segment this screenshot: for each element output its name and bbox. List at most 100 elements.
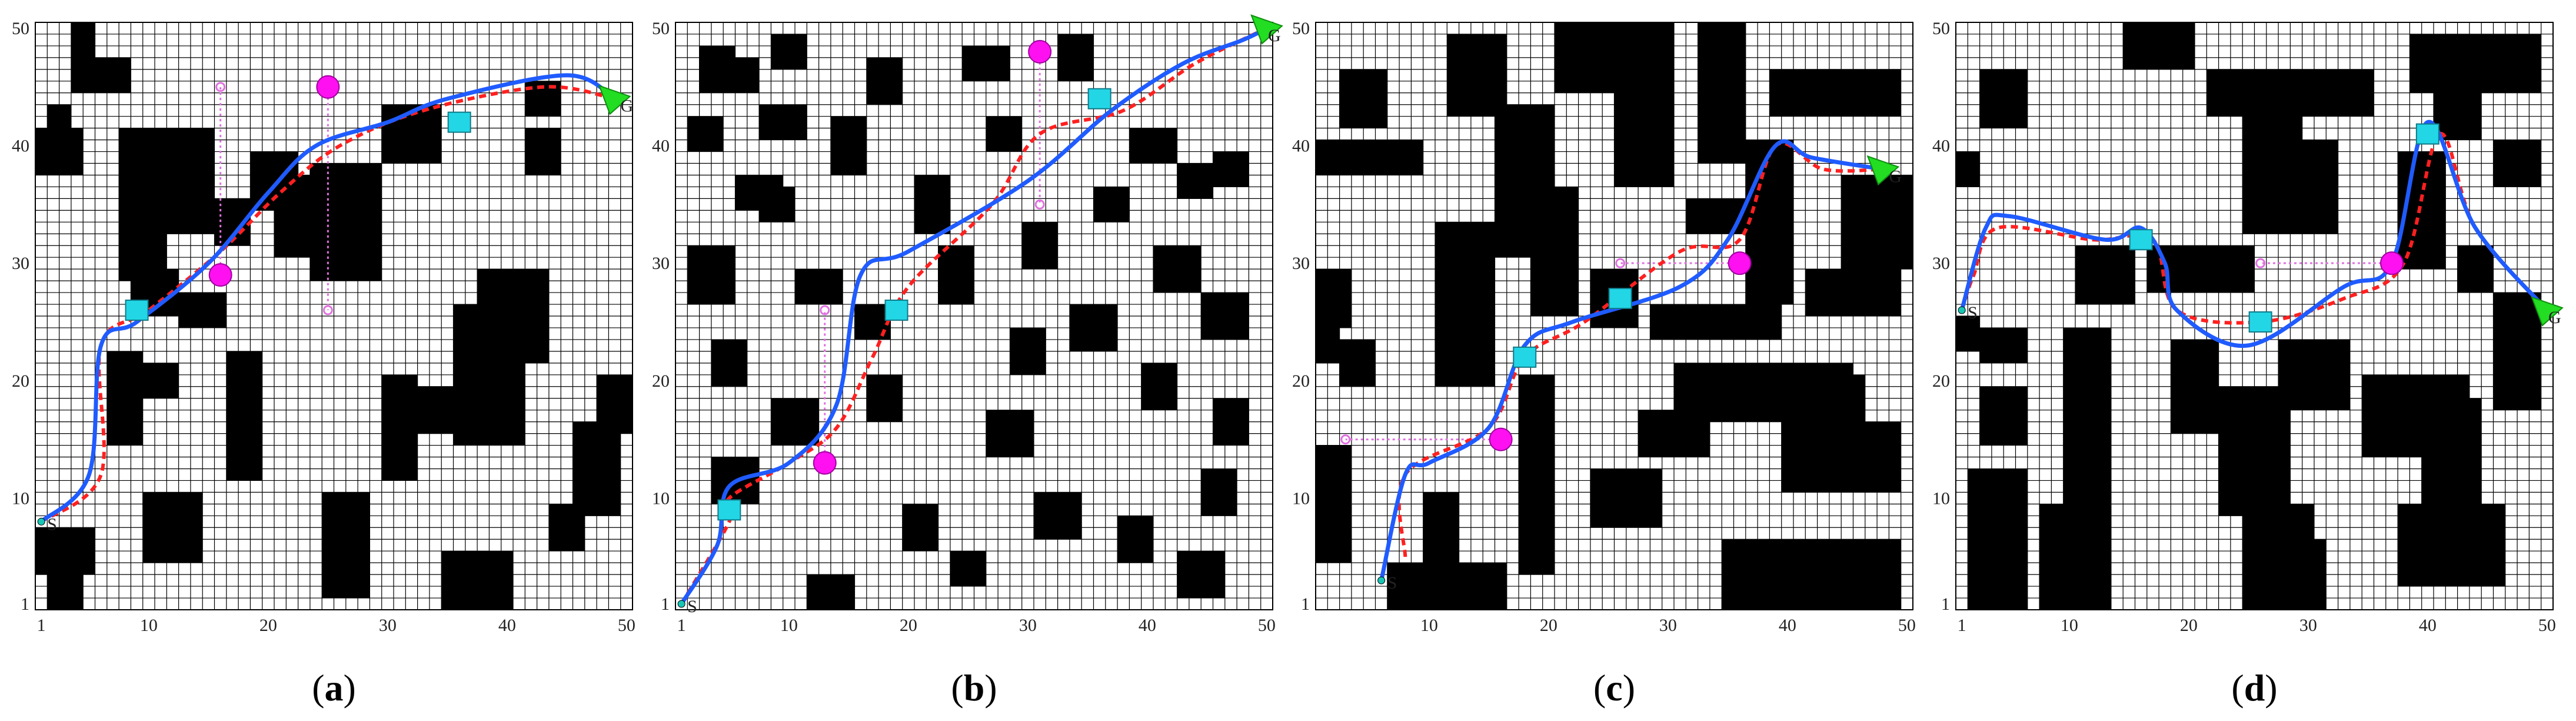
grid-lines	[675, 22, 1273, 610]
magenta-obstacle-dot	[1728, 251, 1752, 275]
guide-end-marker	[1340, 434, 1351, 445]
caption-letter: c	[1606, 667, 1622, 709]
y-tick-label: 1	[1301, 594, 1310, 614]
obstacle-block	[1093, 187, 1130, 222]
x-tick-label: 50	[2538, 616, 2556, 635]
cyan-marker	[884, 300, 908, 321]
start-marker	[1958, 306, 1966, 314]
y-tick-label: 30	[1932, 254, 1950, 273]
caption-paren-open: (	[951, 667, 963, 709]
grid-lines	[35, 22, 633, 610]
x-tick-label: 1	[677, 616, 686, 635]
panel-caption: (c)	[1593, 667, 1635, 709]
y-tick-label: 30	[1292, 254, 1310, 273]
y-tick-label: 1	[661, 594, 670, 614]
y-tick-label: 40	[1292, 137, 1310, 156]
grid-frame	[1315, 22, 1913, 610]
x-tick-label: 50	[1898, 616, 1916, 635]
y-tick-label: 50	[652, 19, 670, 38]
x-tick-label: 10	[2061, 616, 2078, 635]
x-tick-label: 1	[1958, 616, 1966, 635]
obstacle-block	[950, 551, 986, 587]
y-tick-label: 40	[12, 137, 29, 156]
grid-lines	[1955, 22, 2554, 610]
y-tick-label: 50	[1292, 19, 1310, 38]
y-tick-label: 1	[21, 594, 29, 614]
x-tick-label: 30	[1659, 616, 1677, 635]
y-tick-label: 10	[1932, 489, 1950, 508]
start-marker	[37, 517, 45, 526]
x-tick-label: 30	[2299, 616, 2317, 635]
grid-frame	[35, 22, 633, 610]
caption-paren-close: )	[2265, 667, 2277, 709]
guide-end-marker	[215, 82, 226, 92]
y-tick-label: 40	[1932, 137, 1950, 156]
cyan-marker	[2415, 123, 2439, 145]
obstacle-block	[759, 187, 795, 222]
magenta-obstacle-dot	[1489, 427, 1513, 451]
y-tick-label: 20	[1292, 371, 1310, 391]
x-tick-label: 40	[1139, 616, 1156, 635]
start-label: S	[687, 597, 697, 616]
magenta-obstacle-dot	[2379, 251, 2404, 275]
caption-paren-open: (	[1593, 667, 1606, 709]
x-tick-label: 50	[618, 616, 635, 635]
goal-marker	[1250, 14, 1283, 45]
obstacle-block	[1423, 492, 1459, 575]
caption-letter: a	[325, 667, 344, 709]
goal-marker	[2531, 296, 2564, 327]
x-tick-label: 20	[2180, 616, 2198, 635]
y-tick-label: 40	[652, 137, 670, 156]
y-tick-label: 30	[12, 254, 29, 273]
obstacle-block	[1650, 304, 1782, 340]
guide-end-marker	[2255, 258, 2266, 268]
guide-end-marker	[1034, 199, 1045, 210]
y-tick-label: 20	[1932, 371, 1950, 391]
smoothed-path-blue	[1379, 139, 1883, 581]
obstacle-block	[1316, 139, 1423, 175]
obstacle-block	[2398, 504, 2505, 587]
magenta-obstacle-dot	[1028, 39, 1052, 64]
y-tick-label: 50	[1932, 19, 1950, 38]
caption-paren-open: (	[2231, 667, 2244, 709]
guide-end-marker	[820, 305, 830, 315]
magenta-obstacle-dot	[813, 451, 837, 475]
guide-end-marker	[1615, 258, 1626, 268]
panel-caption: (b)	[951, 667, 997, 709]
x-tick-label: 10	[140, 616, 158, 635]
obstacle-block	[1213, 151, 1249, 187]
cyan-marker	[1513, 346, 1537, 368]
y-tick-label: 20	[652, 371, 670, 391]
start-label: S	[47, 514, 57, 534]
guide-end-marker	[322, 305, 333, 315]
cyan-marker	[717, 499, 741, 521]
panel-caption: (a)	[312, 667, 356, 709]
obstacle-block	[226, 351, 262, 481]
cyan-marker	[2248, 311, 2272, 333]
caption-letter: b	[964, 667, 985, 709]
obstacle-block	[2421, 398, 2482, 504]
obstacle-block	[2242, 104, 2302, 234]
x-tick-label: 20	[259, 616, 277, 635]
x-tick-label: 40	[498, 616, 516, 635]
y-tick-label: 10	[652, 489, 670, 508]
x-tick-label: 20	[1540, 616, 1557, 635]
planned-path-red	[40, 85, 615, 523]
x-tick-label: 40	[1779, 616, 1796, 635]
x-tick-label: 1	[37, 616, 46, 635]
cyan-marker	[1087, 88, 1111, 109]
planned-path-red	[680, 26, 1268, 605]
y-tick-label: 50	[12, 19, 29, 38]
start-marker	[677, 600, 685, 608]
obstacle-block	[2075, 245, 2135, 305]
x-tick-label: 30	[1019, 616, 1037, 635]
obstacle-block	[771, 34, 807, 69]
cyan-marker	[447, 111, 471, 133]
